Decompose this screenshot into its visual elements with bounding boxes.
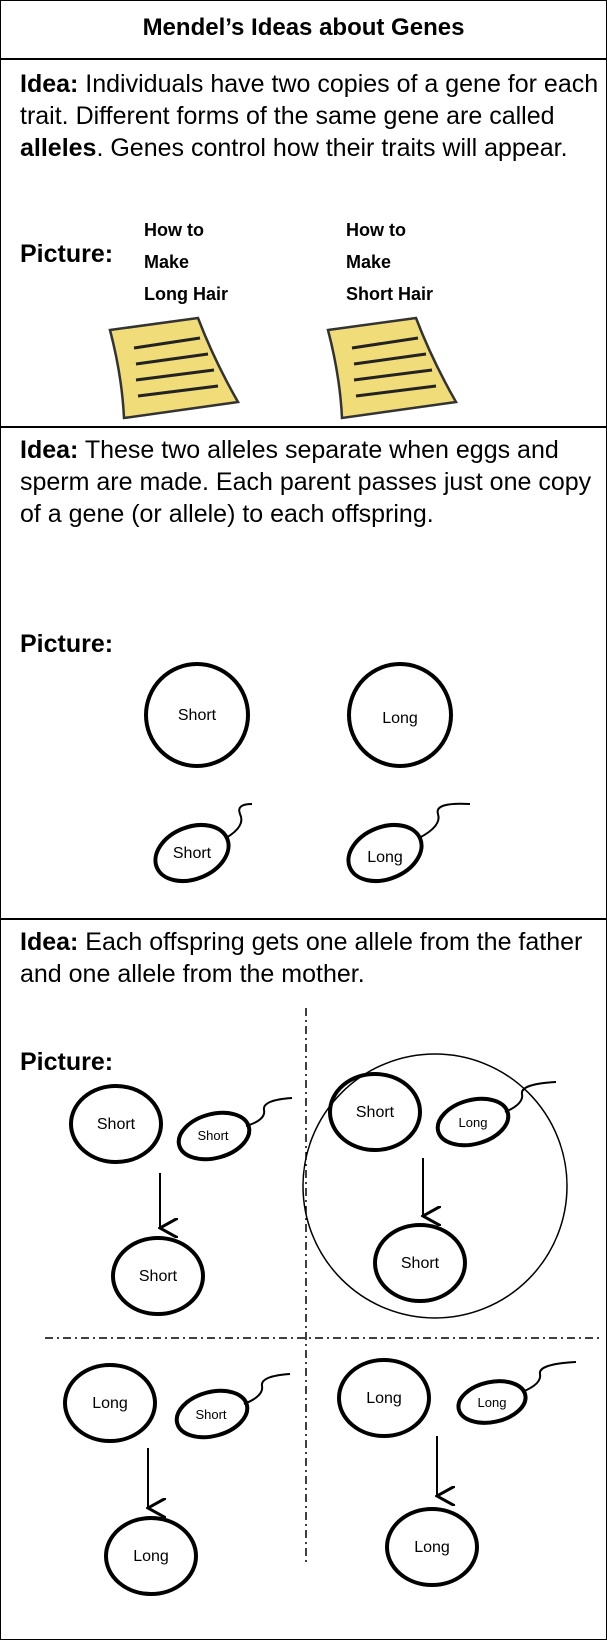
egg-short: Short [144, 662, 250, 768]
picture-label-3: Picture: [20, 1048, 114, 1076]
idea-label: Idea: [20, 436, 79, 464]
idea-body: These two alleles separate when eggs and… [20, 436, 592, 528]
sperm-short: Short [153, 803, 253, 883]
sperm-long: Long [346, 802, 471, 883]
egg-label: Long [366, 1390, 402, 1407]
idea-body: Each offspring gets one allele from the … [20, 928, 583, 988]
offspring-cell [385, 1507, 479, 1587]
idea-label: Idea: [20, 928, 79, 956]
quadrant-bottom-right: Long Long Long [337, 1358, 577, 1587]
offspring-label: Short [401, 1255, 440, 1272]
picture-label-1: Picture: [20, 240, 114, 268]
page-title: Mendel’s Ideas about Genes [142, 14, 465, 41]
note-line: How to [346, 220, 406, 240]
alleles-term: alleles [20, 134, 97, 162]
note-title-short: How to Make Short Hair [346, 214, 433, 310]
note-line: Short Hair [346, 284, 434, 304]
sperm-label: Long [459, 1115, 488, 1130]
note-line: How to [144, 220, 204, 240]
sperm-label: Long [478, 1395, 507, 1410]
egg-label: Long [92, 1395, 128, 1412]
note-line: Make [144, 252, 190, 272]
idea-text-3: Idea: Each offspring gets one allele fro… [20, 926, 600, 990]
idea-label: Idea: [20, 70, 79, 98]
sperm-cell [435, 1096, 511, 1148]
egg-cell [328, 1072, 422, 1152]
title-divider [0, 58, 607, 60]
idea-body: Individuals have two copies of a gene fo… [20, 70, 599, 130]
quadrant-top-right: Short Long Short [328, 1072, 557, 1303]
sperm-short-label: Short [173, 845, 212, 862]
sticky-note-short-icon [326, 316, 459, 420]
sperm-long-label: Long [367, 849, 403, 866]
egg-cell [337, 1358, 431, 1438]
egg-label: Short [97, 1116, 136, 1133]
picture-label-2: Picture: [20, 630, 114, 658]
offspring-cell [104, 1516, 198, 1596]
note-line: Long Hair [144, 284, 228, 304]
offspring-label: Short [139, 1268, 178, 1285]
egg-label: Short [356, 1104, 395, 1121]
egg-cell [69, 1084, 163, 1164]
note-title-long: How to Make Long Hair [144, 214, 228, 310]
sperm-label: Short [197, 1128, 228, 1143]
egg-short-label: Short [178, 707, 217, 724]
idea-body-end: . Genes control how their traits will ap… [96, 134, 568, 162]
offspring-label: Long [414, 1539, 450, 1556]
quadrant-bottom-left: Long Short Long [63, 1363, 291, 1596]
note-line: Make [346, 252, 392, 272]
offspring-label: Long [133, 1548, 169, 1565]
idea-text-2: Idea: These two alleles separate when eg… [20, 434, 600, 530]
idea-text-1: Idea: Individuals have two copies of a g… [20, 68, 600, 164]
egg-cell [63, 1363, 157, 1443]
sperm-label: Short [195, 1407, 226, 1422]
egg-long: Long [347, 662, 453, 768]
sperm-cell [176, 1110, 252, 1162]
sperm-cell [456, 1379, 528, 1425]
egg-long-label: Long [382, 710, 418, 727]
gametes-diagram: Short Long Short Long [144, 662, 471, 883]
section-divider-1 [0, 426, 607, 428]
sticky-notes [108, 316, 459, 420]
highlight-circle [302, 1053, 568, 1319]
quadrant-top-left: Short Short Short [69, 1084, 293, 1316]
sticky-note-long-icon [108, 316, 241, 420]
offspring-cell [373, 1223, 467, 1303]
sperm-cell [174, 1388, 250, 1440]
offspring-cell [111, 1236, 205, 1316]
section-divider-2 [0, 918, 607, 920]
